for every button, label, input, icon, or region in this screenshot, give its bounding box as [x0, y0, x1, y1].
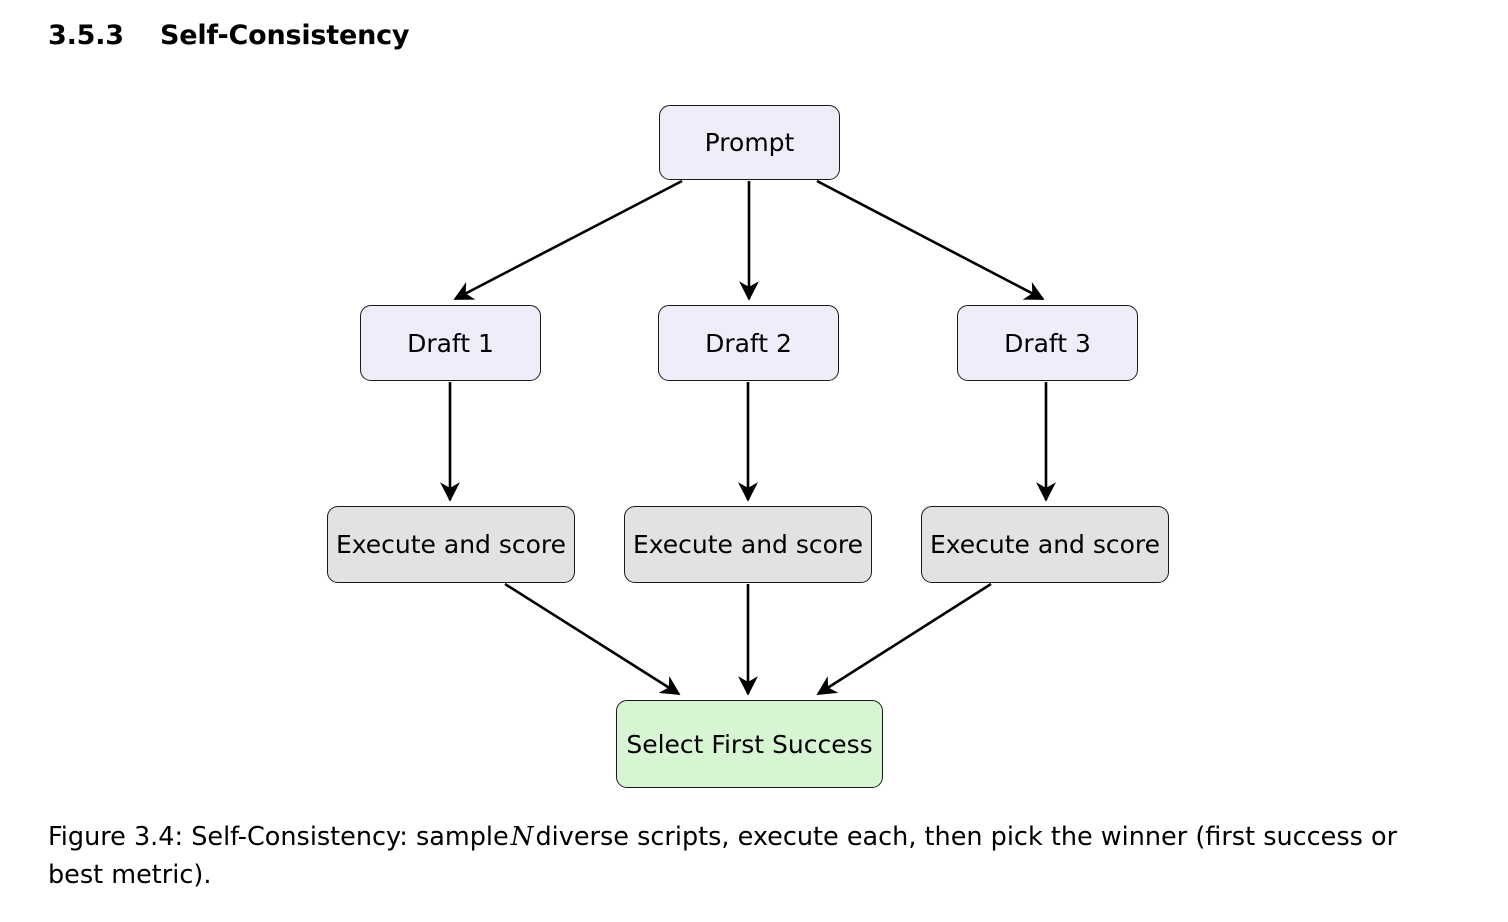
- edge-prompt-draft-1: [453, 179, 683, 301]
- node-draft-2-label: Draft 2: [705, 328, 792, 358]
- node-execute-and-score-3[interactable]: Execute and score: [921, 506, 1169, 583]
- diagram-edges: [440, 179, 1056, 696]
- node-draft-3-label: Draft 3: [1004, 328, 1091, 358]
- figure-caption-text-after: diverse scripts, execute each, then pick…: [48, 822, 1398, 890]
- node-select-first-success[interactable]: Select First Success: [616, 700, 883, 788]
- figure-caption-label: Figure 3.4:: [48, 822, 184, 852]
- node-prompt[interactable]: Prompt: [659, 105, 840, 180]
- figure-caption-text-before: Self-Consistency: sample: [191, 822, 509, 852]
- node-draft-2[interactable]: Draft 2: [658, 305, 839, 381]
- edge-exec-1-select: [504, 582, 681, 696]
- edge-exec-3-select: [816, 582, 992, 696]
- node-prompt-label: Prompt: [704, 128, 795, 157]
- figure-caption: Figure 3.4: Self-Consistency: sampleNdiv…: [48, 818, 1460, 894]
- node-execute-and-score-1[interactable]: Execute and score: [327, 506, 575, 583]
- node-execute-and-score-2[interactable]: Execute and score: [624, 506, 872, 583]
- edge-prompt-draft-3: [816, 179, 1045, 301]
- section-number: 3.5.3: [48, 20, 124, 51]
- section-title: Self-Consistency: [160, 20, 410, 51]
- figure-diagram: Prompt Draft 1 Draft 2 Draft 3 Execute a…: [0, 78, 1508, 808]
- node-draft-3[interactable]: Draft 3: [957, 305, 1138, 381]
- node-execute-and-score-2-label: Execute and score: [632, 530, 864, 559]
- section-heading: 3.5.3 Self-Consistency: [48, 20, 410, 51]
- node-select-first-success-label: Select First Success: [626, 729, 873, 759]
- node-draft-1[interactable]: Draft 1: [360, 305, 541, 381]
- node-execute-and-score-3-label: Execute and score: [929, 530, 1161, 559]
- figure-caption-math-symbol: N: [510, 822, 534, 852]
- node-execute-and-score-1-label: Execute and score: [335, 530, 567, 559]
- node-draft-1-label: Draft 1: [407, 328, 494, 358]
